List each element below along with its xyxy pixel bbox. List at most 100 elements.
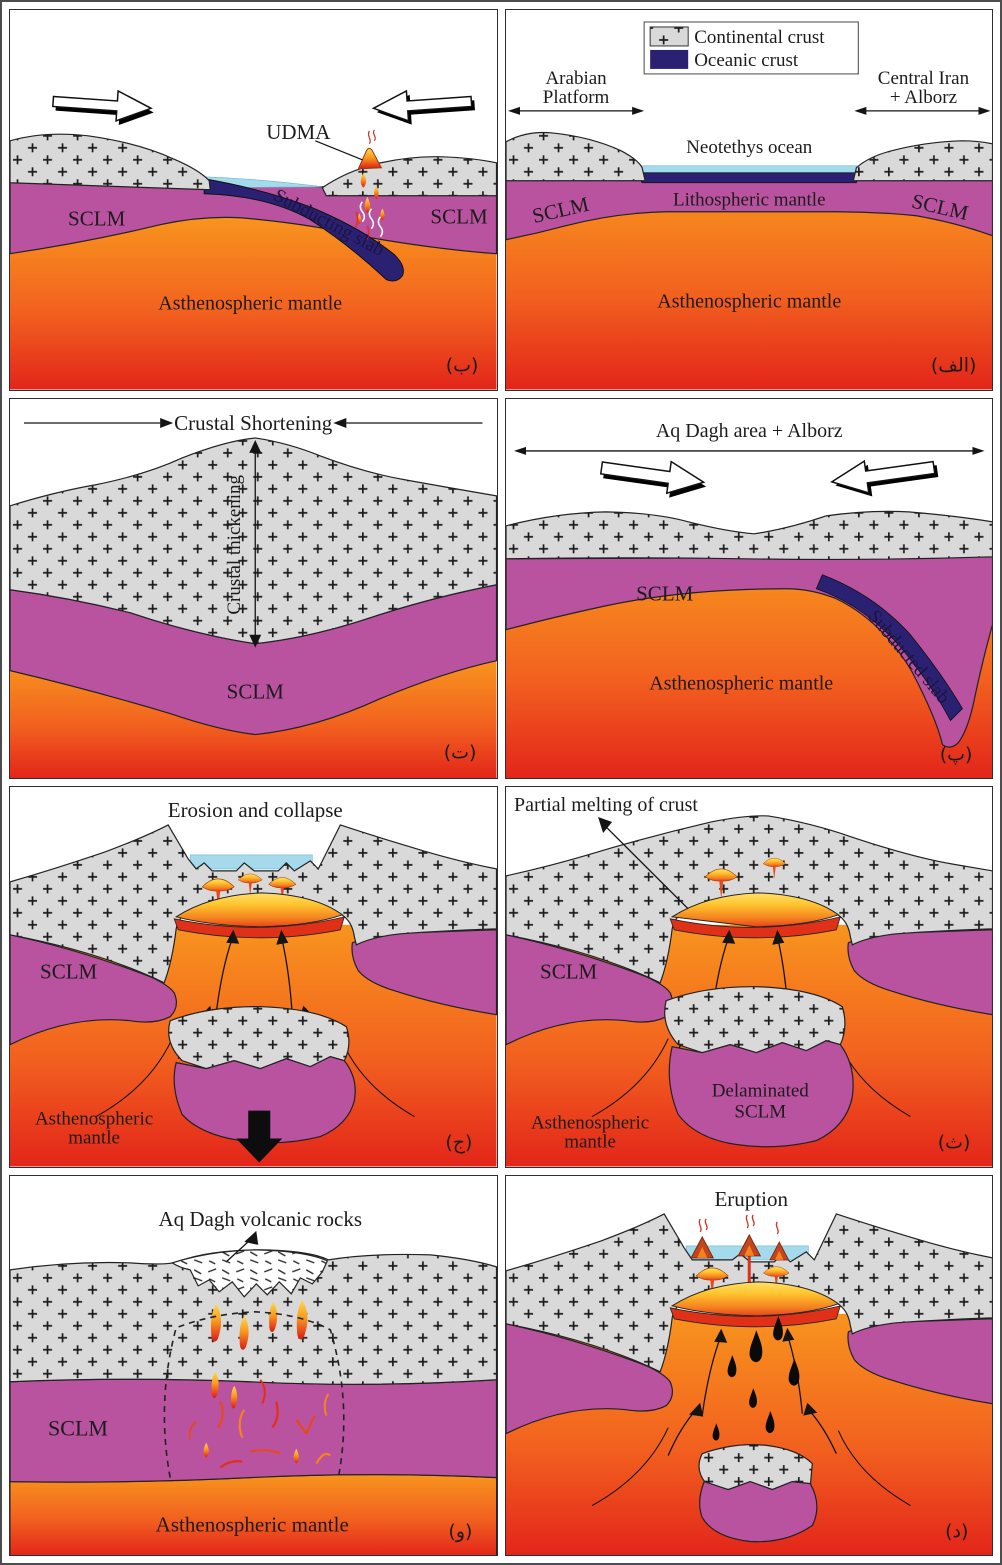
block-arrow-right (599, 459, 706, 498)
panel-jim: Erosion and collapse SCLM Asthenospheric… (9, 786, 498, 1168)
arabian-line1: Arabian (545, 68, 607, 89)
flow-line-left (591, 1426, 669, 1506)
melt-mushrooms (201, 873, 297, 910)
sclm-left-wedge (10, 934, 178, 1046)
sclm-band (10, 179, 497, 255)
panel-vav: Aq Dagh volcanic rocks SCLM Asthenospher… (9, 1174, 498, 1556)
sill-red-rim (173, 916, 345, 939)
continental-crust (505, 1212, 992, 1373)
delaminated-sclm (173, 1056, 356, 1144)
eruption-smoke (698, 1214, 779, 1234)
udma-pointer (315, 140, 363, 161)
sclm-left-wedge (505, 1322, 673, 1434)
flow-line-left (95, 1038, 173, 1118)
melt-droplets (357, 172, 385, 224)
title-pointer (225, 1230, 259, 1262)
continental-crust (10, 824, 497, 984)
sill-red-rim (669, 1304, 841, 1327)
sclm-label: SCLM (227, 679, 285, 703)
panel-dal: Eruption (د) (504, 1174, 993, 1556)
continental-crust (10, 436, 497, 644)
subducted-slab (815, 573, 963, 721)
title: Partial melting of crust (514, 794, 698, 816)
panel-label: (ب) (446, 355, 479, 377)
continental-crust (505, 510, 992, 560)
melt-streaks (354, 211, 370, 241)
arabian-extent-arrow (507, 106, 644, 115)
sclm-label: SCLM (48, 1415, 108, 1440)
partial-melting-pointer (597, 816, 689, 910)
panel-dal-canvas: Eruption (د) (505, 1186, 992, 1555)
panel-vav-canvas: Aq Dagh volcanic rocks SCLM Asthenospher… (10, 1206, 497, 1555)
delaminated-sclm (698, 1480, 817, 1542)
sill-red-rim (669, 916, 841, 939)
panel-label: (پ) (939, 743, 972, 765)
sill (670, 1280, 839, 1316)
water (631, 165, 863, 174)
panel-te: Crustal Shortening Crustal thickening SC… (9, 397, 498, 779)
shortening-label: Crustal Shortening (174, 410, 333, 434)
panel-label: (الف) (930, 355, 976, 377)
panel-pe-canvas: Aq Dagh area + Alborz SCLM Subducted sla… (505, 419, 992, 778)
sclm-label: SCLM (636, 581, 694, 605)
delaminated-line2: SCLM (734, 1102, 786, 1123)
asth-line1: Asthenospheric (35, 1109, 153, 1130)
panel-alef-canvas: Continental crust Oceanic crust Arabian … (505, 21, 992, 390)
asthenosphere-label: Asthenospheric mantle (649, 672, 833, 694)
extent-label: Aq Dagh area + Alborz (655, 419, 842, 441)
panel-label: (و) (448, 1520, 472, 1542)
sclm-left-label: SCLM (68, 207, 126, 231)
crust-dikes (210, 1299, 308, 1408)
panel-label: (ت) (444, 741, 477, 763)
sill (670, 892, 839, 928)
central-line1: Central Iran (877, 68, 969, 89)
asth-line1: Asthenospheric (530, 1113, 648, 1134)
asthenosphere (10, 660, 497, 778)
central-extent-arrow (853, 106, 990, 115)
panel-alef: Continental crust Oceanic crust Arabian … (504, 9, 993, 391)
legend-continental-label: Continental crust (694, 27, 825, 48)
melt-mushrooms (704, 857, 786, 899)
panel-label: (ج) (445, 1132, 472, 1154)
asth-line2: mantle (564, 1132, 616, 1153)
volcanoes (689, 1233, 789, 1260)
lithospheric-mantle-band (505, 179, 992, 241)
panel-jim-canvas: Erosion and collapse SCLM Asthenospheric… (10, 798, 497, 1167)
ocean-label: Neotethys ocean (686, 137, 813, 158)
melt-zone-outline (163, 1310, 345, 1478)
title: Eruption (714, 1186, 788, 1210)
panel-label: (ث) (937, 1132, 970, 1154)
panel-be-canvas: UDMA SCLM SCLM Subducting slab Asthenosp… (10, 89, 497, 390)
volcano (357, 147, 383, 170)
title: Aq Dagh volcanic rocks (158, 1206, 362, 1230)
sclm-right-label: SCLM (430, 205, 488, 229)
block-arrow-left (371, 89, 475, 125)
legend-oceanic-label: Oceanic crust (694, 50, 799, 71)
volcanic-rocks (170, 1248, 329, 1298)
block-arrow-right (52, 89, 154, 126)
title: Erosion and collapse (168, 798, 343, 822)
panel-te-canvas: Crustal Shortening Crustal thickening SC… (10, 410, 497, 778)
udma-label: UDMA (266, 120, 330, 144)
dehydration-squiggles (359, 201, 384, 238)
block-arrow-left (829, 459, 938, 496)
panel-pe: Aq Dagh area + Alborz SCLM Subducted sla… (504, 397, 993, 779)
panel-se: Partial melting of crust SCLM Delaminate… (504, 786, 993, 1168)
continental-crust-right (321, 156, 497, 197)
extent-arrow (513, 446, 984, 455)
sclm-label: SCLM (40, 960, 98, 984)
thickening-arrow (249, 439, 262, 648)
delaminated-crust (168, 1006, 350, 1070)
legend-swatch-oceanic (649, 49, 688, 69)
continental-crust-right (852, 140, 992, 182)
flow-line-left (591, 1038, 669, 1118)
continental-crust (10, 1248, 497, 1385)
volcano-smoke (367, 129, 376, 145)
asthenosphere-label: Asthenospheric mantle (158, 293, 342, 315)
sclm-melt-streaks (188, 1378, 332, 1468)
legend-swatch-continental (649, 26, 689, 47)
shortening-arrows (24, 417, 483, 428)
continental-crust-left (10, 133, 211, 191)
panel-se-canvas: Partial melting of crust SCLM Delaminate… (505, 794, 992, 1167)
melt-mushrooms (695, 1265, 789, 1296)
